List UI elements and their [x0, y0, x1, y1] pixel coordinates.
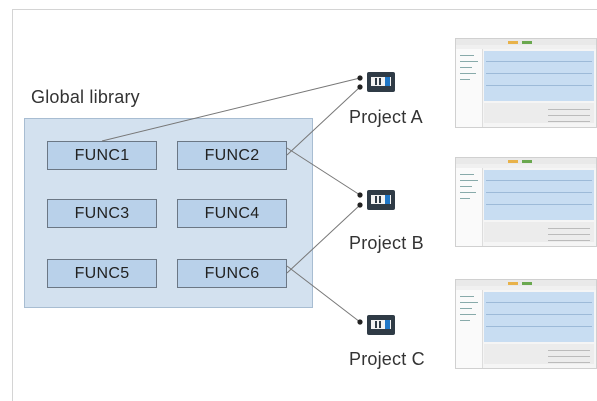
- connector-func6-to-project-c: [286, 265, 361, 323]
- func-box-6: FUNC6: [177, 259, 287, 288]
- connector-func2-to-project-a: [286, 86, 361, 156]
- func-box-4: FUNC4: [177, 199, 287, 228]
- connector-dot-b2: [357, 202, 363, 208]
- connector-dot-a2: [357, 84, 363, 90]
- plc-device-icon-c: [367, 314, 395, 336]
- project-a-screenshot: [455, 38, 597, 128]
- project-a-label: Project A: [349, 107, 423, 127]
- plc-device-icon-b: [367, 189, 395, 211]
- connector-func2-to-project-b: [286, 147, 361, 196]
- project-c-label: Project C: [349, 349, 425, 369]
- func-box-1: FUNC1: [47, 141, 157, 170]
- connector-dot-c1: [357, 319, 363, 325]
- func-box-3: FUNC3: [47, 199, 157, 228]
- func-box-2: FUNC2: [177, 141, 287, 170]
- connector-func6-to-project-b: [286, 204, 361, 274]
- frame-left-border: [12, 9, 13, 401]
- connector-func1-to-project-a: [101, 77, 361, 142]
- project-c-screenshot: [455, 279, 597, 369]
- connector-dot-a1: [357, 75, 363, 81]
- project-b-screenshot: [455, 157, 597, 247]
- frame-top-border: [12, 9, 597, 10]
- project-b-label: Project B: [349, 233, 424, 253]
- connector-dot-b1: [357, 192, 363, 198]
- func-box-5: FUNC5: [47, 259, 157, 288]
- plc-device-icon-a: [367, 71, 395, 93]
- library-title: Global library: [31, 87, 140, 107]
